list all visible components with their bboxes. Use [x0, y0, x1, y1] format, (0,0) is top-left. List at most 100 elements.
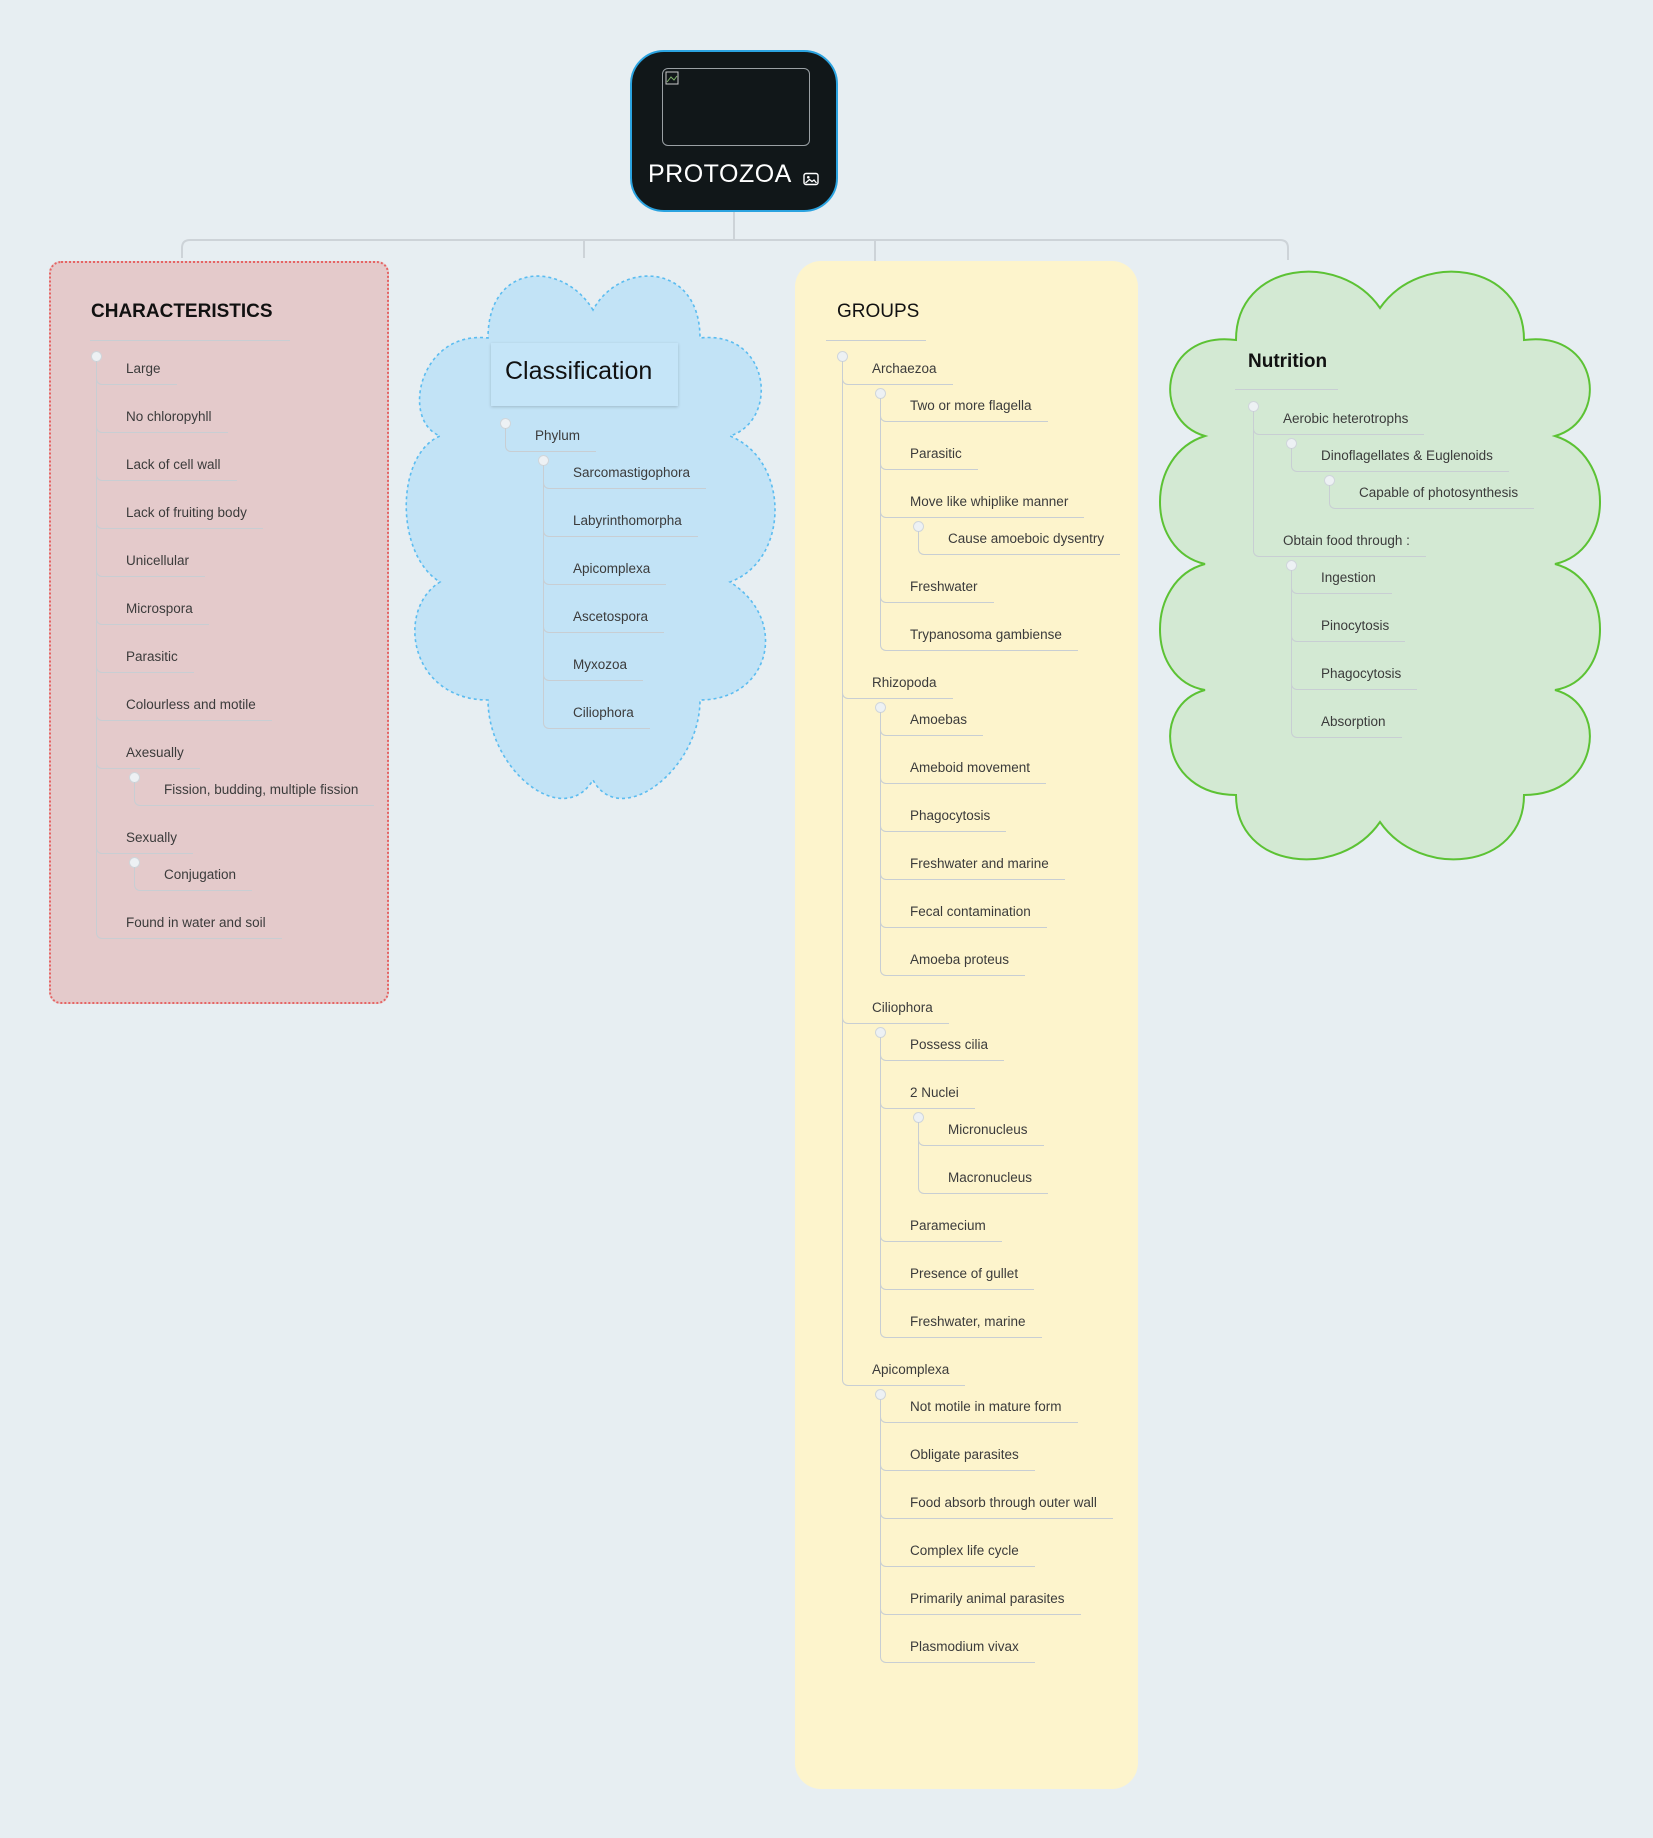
groups-child-collapse-dot[interactable] [874, 1388, 886, 1400]
nutrition-child-node[interactable]: Absorption [1321, 714, 1386, 729]
classification-child-node-underline [551, 632, 665, 633]
groups-child-node[interactable]: Two or more flagella [910, 398, 1032, 413]
characteristics-node[interactable]: Found in water and soil [126, 915, 266, 930]
characteristics-connector-elbow [96, 841, 105, 854]
classification-child-node[interactable]: Labyrinthomorpha [573, 513, 682, 528]
groups-child-collapse-dot[interactable] [874, 701, 886, 713]
nutrition-child-collapse-dot[interactable] [1285, 559, 1297, 571]
groups-child-node[interactable]: Presence of gullet [910, 1266, 1019, 1281]
characteristics-child-node[interactable]: Conjugation [164, 867, 237, 882]
characteristics-node[interactable]: Sexually [126, 830, 178, 845]
characteristics-child-collapse-dot[interactable] [128, 856, 140, 868]
nutrition-node[interactable]: Obtain food through : [1283, 533, 1410, 548]
groups-child-node-underline [888, 975, 1026, 976]
groups-child-node[interactable]: Ameboid movement [910, 760, 1031, 775]
groups-child-node[interactable]: Obligate parasites [910, 1447, 1019, 1462]
characteristics-node[interactable]: Axesually [126, 745, 184, 760]
groups-child-node-underline [888, 1289, 1035, 1290]
characteristics-node[interactable]: Large [126, 361, 161, 376]
characteristics-child-connector-elbow [134, 793, 143, 806]
classification-child-node[interactable]: Apicomplexa [573, 561, 651, 576]
nutrition-child-child-node[interactable]: Capable of photosynthesis [1359, 485, 1519, 500]
classification-child-node[interactable]: Ciliophora [573, 705, 634, 720]
groups-node[interactable]: Rhizopoda [872, 675, 937, 690]
groups-node[interactable]: Apicomplexa [872, 1362, 950, 1377]
root-node[interactable]: PROTOZOA [630, 50, 838, 212]
characteristics-node[interactable]: Colourless and motile [126, 697, 256, 712]
nutrition-child-node[interactable]: Pinocytosis [1321, 618, 1390, 633]
nutrition-connector-trunk [1253, 411, 1254, 544]
characteristics-child-collapse-dot[interactable] [128, 771, 140, 783]
characteristics-collapse-dot[interactable] [90, 350, 102, 362]
groups-child-node[interactable]: Trypanosoma gambiense [910, 627, 1062, 642]
groups-child-node[interactable]: Freshwater, marine [910, 1314, 1026, 1329]
groups-collapse-dot[interactable] [836, 350, 848, 362]
nutrition-child-connector-trunk [1291, 570, 1292, 725]
classification-child-node[interactable]: Ascetospora [573, 609, 649, 624]
groups-child-collapse-dot[interactable] [874, 387, 886, 399]
groups-child-node[interactable]: Phagocytosis [910, 808, 991, 823]
groups-child-node[interactable]: Freshwater [910, 579, 978, 594]
groups-node-underline [850, 698, 953, 699]
characteristics-node[interactable]: Microspora [126, 601, 193, 616]
nutrition-child-child-collapse-dot[interactable] [1323, 474, 1335, 486]
nutrition-child-node-underline [1299, 737, 1402, 738]
characteristics-node[interactable]: Lack of fruiting body [126, 505, 247, 520]
groups-child-collapse-dot[interactable] [874, 1026, 886, 1038]
characteristics-connector-elbow [96, 468, 105, 481]
groups-child-node[interactable]: Move like whiplike manner [910, 494, 1069, 509]
groups-child-node[interactable]: Parasitic [910, 446, 962, 461]
groups-title[interactable]: GROUPS [837, 301, 920, 322]
groups-child-node[interactable]: Primarily animal parasites [910, 1591, 1065, 1606]
groups-child-node[interactable]: 2 Nuclei [910, 1085, 959, 1100]
characteristics-child-node[interactable]: Fission, budding, multiple fission [164, 782, 359, 797]
nutrition-collapse-dot[interactable] [1247, 400, 1259, 412]
groups-child-node-underline [888, 1470, 1035, 1471]
classification-child-node[interactable]: Sarcomastigophora [573, 465, 691, 480]
nutrition-child-node[interactable]: Phagocytosis [1321, 666, 1402, 681]
groups-child-node[interactable]: Fecal contamination [910, 904, 1031, 919]
nutrition-title[interactable]: Nutrition [1248, 351, 1328, 372]
groups-child-child-collapse-dot[interactable] [912, 520, 924, 532]
groups-node-underline [850, 384, 953, 385]
image-icon[interactable] [803, 172, 819, 186]
nutrition-child-collapse-dot[interactable] [1285, 437, 1297, 449]
groups-child-node[interactable]: Plasmodium vivax [910, 1639, 1019, 1654]
classification-child-node[interactable]: Myxozoa [573, 657, 628, 672]
groups-child-child-node[interactable]: Micronucleus [948, 1122, 1028, 1137]
groups-child-node[interactable]: Complex life cycle [910, 1543, 1019, 1558]
classification-node[interactable]: Phylum [535, 428, 581, 443]
characteristics-node[interactable]: Lack of cell wall [126, 457, 221, 472]
groups-child-connector-elbow [880, 1325, 889, 1338]
nutrition-node[interactable]: Aerobic heterotrophs [1283, 411, 1409, 426]
characteristics-node[interactable]: Parasitic [126, 649, 178, 664]
characteristics-node[interactable]: Unicellular [126, 553, 190, 568]
classification-node-underline [513, 451, 596, 452]
characteristics-title[interactable]: CHARACTERISTICS [91, 301, 273, 322]
nutrition-child-node[interactable]: Ingestion [1321, 570, 1376, 585]
groups-child-node[interactable]: Paramecium [910, 1218, 986, 1233]
groups-child-connector-elbow [880, 1506, 889, 1519]
classification-title[interactable]: Classification [505, 357, 653, 385]
groups-child-node-underline [888, 1337, 1042, 1338]
groups-child-node-underline [888, 927, 1047, 928]
groups-title-underline [826, 340, 926, 341]
groups-node[interactable]: Archaezoa [872, 361, 937, 376]
groups-child-node[interactable]: Not motile in mature form [910, 1399, 1062, 1414]
groups-child-child-connector-trunk [918, 1122, 919, 1181]
groups-child-node[interactable]: Freshwater and marine [910, 856, 1049, 871]
nutrition-child-node[interactable]: Dinoflagellates & Euglenoids [1321, 448, 1493, 463]
groups-child-node[interactable]: Possess cilia [910, 1037, 989, 1052]
classification-collapse-dot[interactable] [499, 417, 511, 429]
groups-node[interactable]: Ciliophora [872, 1000, 933, 1015]
groups-child-child-node[interactable]: Macronucleus [948, 1170, 1033, 1185]
nutrition-connector-elbow [1253, 422, 1262, 435]
groups-child-node[interactable]: Food absorb through outer wall [910, 1495, 1097, 1510]
characteristics-node[interactable]: No chloropyhll [126, 409, 212, 424]
groups-child-node[interactable]: Amoeba proteus [910, 952, 1010, 967]
classification-child-collapse-dot[interactable] [537, 454, 549, 466]
groups-node-underline [850, 1385, 966, 1386]
groups-child-child-node[interactable]: Cause amoeboic dysentry [948, 531, 1105, 546]
groups-child-node[interactable]: Amoebas [910, 712, 968, 727]
groups-child-child-collapse-dot[interactable] [912, 1111, 924, 1123]
